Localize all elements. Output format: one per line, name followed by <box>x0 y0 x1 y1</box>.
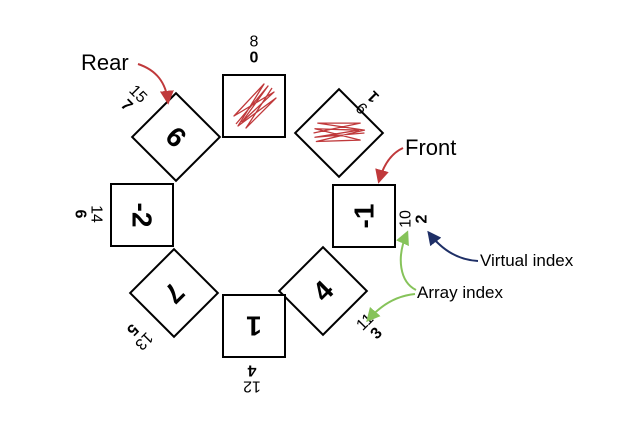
virtual-index-value: 3 <box>367 324 385 342</box>
virtual-index-value: 4 <box>247 362 256 379</box>
queue-cell-bottom: 1 <box>222 294 286 358</box>
index-label-top-left: 157 <box>117 82 150 115</box>
array-index-label: Array index <box>417 283 503 302</box>
array-index-arrow-lower <box>366 293 416 323</box>
queue-cell-right: -1 <box>332 184 396 248</box>
cell-box <box>277 245 369 337</box>
cell-box <box>128 247 220 339</box>
cell-box <box>130 91 222 183</box>
virtual-index-value: 1 <box>364 87 382 105</box>
cell-value: 1 <box>246 311 262 342</box>
front-arrow <box>375 147 404 184</box>
queue-cell-bottom-left: 7 <box>128 247 220 339</box>
empty-slot-scribble <box>313 122 366 143</box>
index-label-bottom: 124 <box>243 362 261 395</box>
array-index-arrow-upper <box>396 230 417 291</box>
cell-box <box>222 294 286 358</box>
cell-value: -2 <box>127 203 158 228</box>
queue-cell-top-left: 6 <box>130 91 222 183</box>
array-index-value: 12 <box>243 378 261 395</box>
virtual-index-value: 6 <box>72 210 89 219</box>
virtual-index-value: 5 <box>123 320 141 338</box>
rear-arrow <box>137 63 174 105</box>
array-index-value: 8 <box>250 34 259 51</box>
cell-box <box>110 183 174 247</box>
index-label-top: 80 <box>250 34 259 67</box>
index-label-bottom-left: 135 <box>123 320 156 353</box>
cell-box <box>332 184 396 248</box>
index-label-left: 146 <box>72 205 105 223</box>
virtual-index-value: 2 <box>414 214 431 223</box>
queue-cell-top-right <box>293 87 385 179</box>
array-index-value: 14 <box>88 205 105 223</box>
rear-label: Rear <box>81 50 129 75</box>
virtual-index-label: Virtual index <box>480 251 574 270</box>
index-label-top-right: 91 <box>353 87 383 117</box>
queue-cell-top <box>222 74 286 138</box>
virtual-index-value: 7 <box>117 96 135 114</box>
empty-slot-scribble <box>233 83 277 129</box>
cell-value: -1 <box>349 204 380 229</box>
front-label: Front <box>405 135 456 160</box>
array-index-value: 10 <box>398 210 415 228</box>
queue-cell-left: -2 <box>110 183 174 247</box>
queue-cell-bottom-right: 4 <box>277 245 369 337</box>
virtual-index-value: 0 <box>250 50 259 67</box>
virtual-index-arrow <box>427 230 479 262</box>
